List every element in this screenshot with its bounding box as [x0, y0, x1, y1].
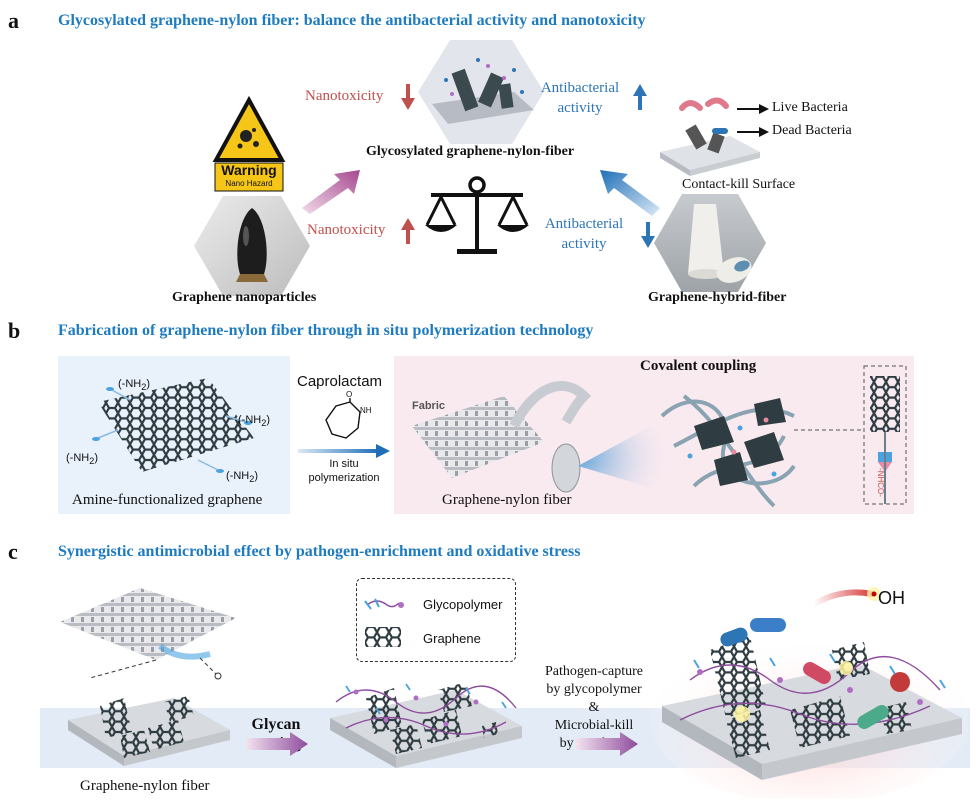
legend-box: Glycopolymer Graphene — [356, 578, 516, 662]
fabric-fiber-box: Fabric Covalent coupling Graphene-nylon … — [394, 356, 914, 514]
bottom-antibacterial-label-1: Antibacterial — [544, 216, 624, 232]
in-situ-label-1: In situ — [329, 458, 359, 470]
warning-sign: Warning Nano Hazard — [212, 96, 286, 194]
dead-arrow-icon — [737, 127, 769, 137]
amine-graphene-box: (-NH2) (-NH2) (-NH2) (-NH2) Amine-functi… — [58, 356, 290, 514]
nh2-label-3: (-NH2) — [66, 452, 98, 467]
warning-subtext: Nano Hazard — [225, 179, 273, 188]
pathogen-label-2: by glycopolymer — [546, 682, 642, 697]
in-situ-arrow — [298, 444, 390, 458]
panel-c-letter: c — [8, 539, 18, 564]
up-arrow-red-icon — [401, 218, 415, 244]
dead-bacteria-label: Dead Bacteria — [772, 123, 852, 138]
nh2-label-2: (-NH2) — [238, 414, 270, 429]
live-arrow-icon — [737, 104, 769, 114]
panel-a-title: Glycosylated graphene-nylon fiber: balan… — [58, 12, 646, 29]
caprolactam-structure — [318, 398, 382, 446]
gn-fiber-label-c: Graphene-nylon fiber — [80, 778, 210, 794]
panel-c-title: Synergistic antimicrobial effect by path… — [58, 543, 581, 560]
glycosylated-fiber-image — [418, 40, 544, 144]
top-antibacterial-label-1: Antibacterial — [540, 80, 620, 96]
arrow-nanoparticles-to-fiber — [300, 166, 364, 214]
up-arrow-icon — [633, 84, 647, 110]
oh-radical-icon — [812, 584, 882, 612]
caprolactam-label: Caprolactam — [297, 373, 383, 390]
legend-glycopolymer-label: Glycopolymer — [423, 597, 503, 612]
contact-kill-surface-image — [660, 96, 760, 176]
down-arrow-blue-icon — [641, 222, 655, 248]
panel-c-fabric-image — [60, 582, 240, 682]
live-bacteria-label: Live Bacteria — [772, 100, 848, 115]
panel-c-slab-3 — [650, 610, 968, 798]
graphene-hybrid-fiber-label: Graphene-hybrid-fiber — [648, 290, 787, 305]
caprolactam-nh: NH — [360, 406, 372, 415]
panel-b-title: Fabrication of graphene-nylon fiber thro… — [58, 322, 594, 339]
bottom-antibacterial-label-2: activity — [561, 236, 607, 252]
glycan-label-1: Glycan — [251, 716, 301, 733]
glycan-arrow — [246, 732, 308, 756]
amine-graphene-label: Amine-functionalized graphene — [72, 492, 263, 508]
fabric-label: Fabric — [412, 400, 446, 412]
covalent-coupling-label: Covalent coupling — [640, 358, 757, 374]
pathogen-label-1: Pathogen-capture — [545, 664, 643, 679]
bottom-nanotoxicity-label: Nanotoxicity — [307, 222, 386, 238]
balance-scale-icon — [423, 173, 531, 259]
inset-nhco-label: -NHCO- — [875, 468, 885, 497]
glycosylated-fiber-label: Glycosylated graphene-nylon-fiber — [366, 144, 575, 159]
top-antibacterial-label-2: activity — [557, 100, 603, 116]
graphene-hybrid-fiber-image — [654, 194, 766, 292]
amp-label: & — [588, 700, 600, 715]
panel-b-letter: b — [8, 318, 21, 343]
pathogen-arrow — [576, 732, 638, 756]
caprolactam-o: O — [346, 390, 353, 399]
oh-label: OH — [878, 588, 905, 608]
nh2-label-1: (-NH2) — [118, 378, 150, 393]
legend-graphene-label: Graphene — [423, 631, 481, 646]
panel-c-slab-2 — [326, 668, 526, 772]
nh2-label-4: (-NH2) — [226, 470, 258, 485]
panel-c-slab-1 — [64, 680, 234, 770]
graphene-nanoparticles-image — [194, 196, 310, 296]
contact-kill-label: Contact-kill Surface — [682, 177, 796, 192]
panel-a-letter: a — [8, 8, 19, 33]
top-nanotoxicity-label: Nanotoxicity — [305, 88, 384, 104]
in-situ-label-2: polymerization — [308, 472, 380, 484]
arrow-hybrid-to-fiber — [596, 164, 662, 216]
gn-fiber-label-b: Graphene-nylon fiber — [442, 492, 572, 508]
graphene-nanoparticles-label: Graphene nanoparticles — [172, 290, 317, 305]
down-arrow-icon — [401, 84, 415, 110]
warning-text: Warning — [221, 162, 277, 178]
microbial-label-1: Microbial-kill — [554, 718, 634, 733]
